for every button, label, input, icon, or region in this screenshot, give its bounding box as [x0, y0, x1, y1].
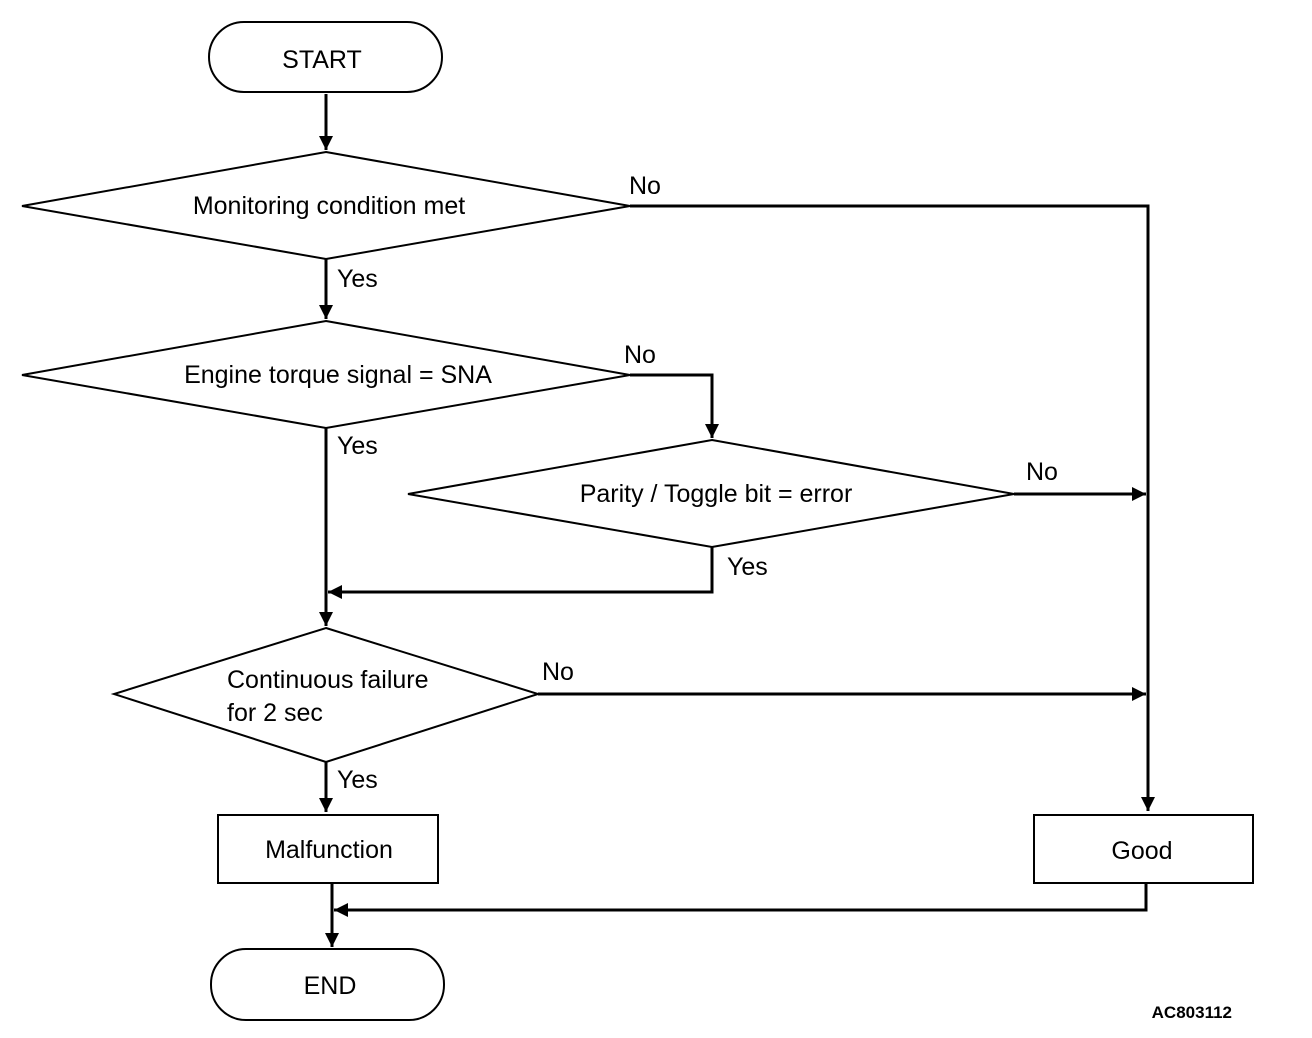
- decision-monitoring-label: Monitoring condition met: [193, 192, 465, 220]
- decision-parity: Parity / Toggle bit = error: [407, 438, 1015, 549]
- edge-labels: No Yes No Yes No Yes No Yes: [337, 172, 1058, 794]
- start-label: START: [282, 46, 362, 74]
- edge-torque-no: [630, 373, 719, 438]
- connectors: [319, 94, 1155, 947]
- edge-monitoring-no: [630, 204, 1155, 811]
- decision-torque: Engine torque signal = SNA: [21, 319, 631, 430]
- decision-continuous-label-line1: Continuous failure: [227, 666, 429, 694]
- torque-no-label: No: [624, 341, 656, 369]
- continuous-no-label: No: [542, 658, 574, 686]
- end-label: END: [304, 972, 357, 1000]
- parity-yes-label: Yes: [727, 553, 768, 581]
- good-label: Good: [1111, 837, 1172, 865]
- malfunction-node: Malfunction: [217, 814, 439, 884]
- monitoring-no-label: No: [629, 172, 661, 200]
- decision-monitoring: Monitoring condition met: [21, 150, 631, 261]
- monitoring-yes-label: Yes: [337, 265, 378, 293]
- parity-no-label: No: [1026, 458, 1058, 486]
- edge-good-to-end: [334, 884, 1148, 917]
- figure-code: AC803112: [1152, 1003, 1232, 1022]
- decision-continuous-label-line2: for 2 sec: [227, 699, 323, 727]
- decision-continuous: Continuous failure for 2 sec: [110, 626, 542, 764]
- torque-yes-label: Yes: [337, 432, 378, 460]
- start-node: START: [208, 21, 443, 93]
- decision-torque-label: Engine torque signal = SNA: [184, 361, 492, 389]
- good-node: Good: [1033, 814, 1254, 884]
- end-node: END: [210, 948, 445, 1021]
- edge-parity-yes: [328, 547, 714, 599]
- continuous-yes-label: Yes: [337, 766, 378, 794]
- decision-parity-label: Parity / Toggle bit = error: [580, 480, 853, 508]
- malfunction-label: Malfunction: [265, 836, 393, 864]
